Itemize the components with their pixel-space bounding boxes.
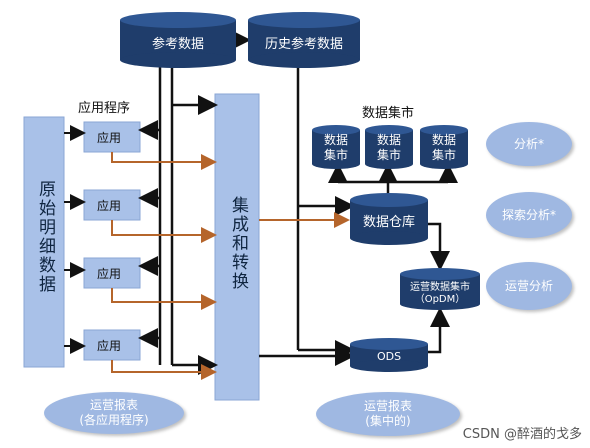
app-reports-ellipse: 运营报表 (各应用程序)	[44, 392, 184, 434]
data-mart-cylinder-1	[312, 125, 360, 169]
operational-analysis-ellipse: 运营分析	[486, 262, 572, 310]
data-marts-heading: 数据集市	[362, 106, 415, 121]
operational-analysis-label: 运营分析	[504, 278, 553, 293]
app-reports-line2: (各应用程序)	[79, 413, 149, 427]
hist-ref-data-cylinder	[248, 12, 360, 68]
ref-data-label: 参考数据	[152, 36, 204, 52]
opdm-cylinder	[400, 268, 480, 310]
app-reports-line1: 运营报表	[89, 398, 138, 412]
watermark: CSDN @醉酒的戈多	[462, 423, 582, 442]
exploratory-analysis-ellipse: 探索分析*	[486, 192, 572, 238]
integration-bar	[214, 93, 260, 401]
data-mart-label-2: 数据 集市	[377, 133, 402, 162]
hist-ref-data-label: 历史参考数据	[265, 36, 343, 52]
source-data-bar	[23, 116, 65, 368]
data-mart-cylinder-2	[365, 125, 413, 169]
opdm-label-line2: （OpDM）	[415, 293, 466, 305]
app-label-1: 应用	[97, 131, 122, 145]
central-reports-ellipse: 运营报表 (集中的)	[316, 392, 460, 436]
warehouse-to-mart-lines	[328, 163, 458, 196]
central-reports-line1: 运营报表	[363, 399, 412, 413]
exploratory-analysis-label: 探索分析*	[501, 207, 556, 222]
warehouse-cylinder	[350, 193, 428, 245]
integration-label: 集成和转换	[228, 196, 248, 291]
opdm-arrows	[428, 222, 450, 354]
source-to-app-arrows	[64, 125, 86, 354]
ods-label: ODS	[377, 350, 401, 363]
ref-data-cylinder	[120, 12, 236, 68]
opdm-label-line1: 运营数据集市	[410, 280, 470, 293]
app-label-4: 应用	[97, 339, 122, 353]
source-data-label: 原始明细数据	[35, 180, 55, 294]
data-mart-cylinder-3	[420, 125, 468, 169]
apps-heading: 应用程序	[78, 101, 131, 116]
warehouse-label: 数据仓库	[363, 214, 415, 230]
central-reports-line2: (集中的)	[365, 414, 411, 428]
analysis-label: 分析*	[513, 136, 544, 151]
data-mart-label-1: 数据 集市	[324, 133, 349, 162]
app-label-2: 应用	[97, 199, 122, 213]
analysis-ellipse: 分析*	[486, 122, 572, 166]
app-to-integration-arrows	[111, 152, 350, 380]
ods-cylinder	[350, 338, 428, 372]
app-label-3: 应用	[97, 267, 122, 281]
data-mart-label-3: 数据 集市	[432, 133, 457, 162]
